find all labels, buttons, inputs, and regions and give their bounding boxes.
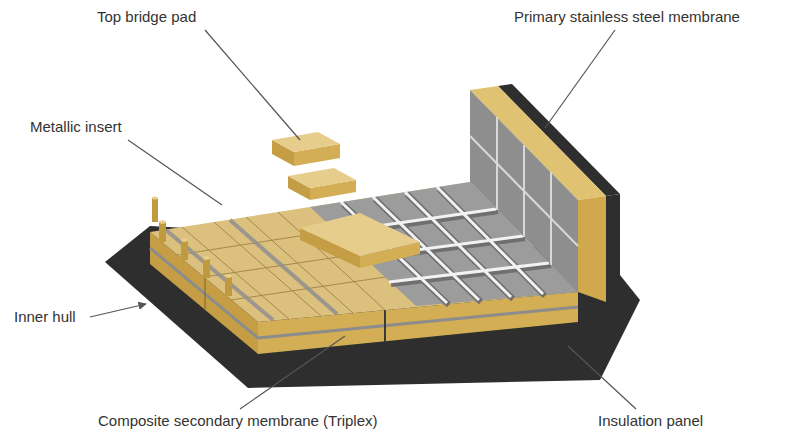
part-label: Inner hull bbox=[12, 308, 78, 326]
hull-wall-side bbox=[606, 194, 620, 302]
leader-lines bbox=[90, 30, 636, 409]
leader-line bbox=[545, 30, 615, 128]
wall-membrane bbox=[470, 90, 578, 292]
leader-line bbox=[568, 346, 636, 409]
leader-line bbox=[205, 30, 300, 140]
part-label: Composite secondary membrane (Triplex) bbox=[96, 412, 380, 430]
part-label: Top bridge pad bbox=[95, 8, 198, 26]
panel-joint bbox=[384, 310, 386, 342]
part-label: Metallic insert bbox=[28, 118, 124, 136]
bridge-pad-top bbox=[288, 168, 356, 188]
wall-corrugation bbox=[470, 117, 578, 265]
part-label: Primary stainless steel membrane bbox=[512, 8, 742, 26]
bridge-pad-top bbox=[300, 213, 420, 256]
leader-line bbox=[128, 140, 222, 205]
panel-joint bbox=[205, 277, 206, 309]
leader-arrow bbox=[90, 304, 146, 317]
wall-insulation-end bbox=[578, 196, 606, 302]
leader-line bbox=[240, 336, 345, 409]
metallic-inserts bbox=[152, 196, 232, 296]
part-label: Insulation panel bbox=[596, 412, 705, 430]
top-bridge-pad-top bbox=[272, 132, 340, 152]
